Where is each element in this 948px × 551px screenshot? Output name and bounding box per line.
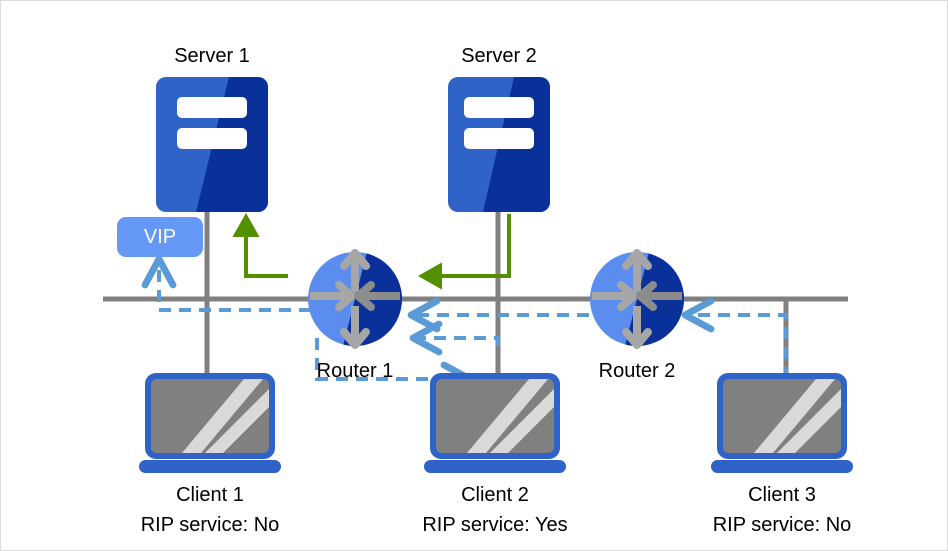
router1-icon [308, 249, 402, 349]
vip-badge-label: VIP [143, 226, 177, 248]
client1-icon [139, 373, 281, 473]
rip-advertisement-flows [141, 255, 788, 397]
server1-label: Server 1 [174, 45, 250, 67]
client3-icon [711, 373, 853, 473]
server2-label: Server 2 [461, 45, 537, 67]
client1-label: Client 1 [176, 484, 244, 506]
router2-label: Router 2 [598, 360, 676, 382]
client2-label: Client 2 [461, 484, 529, 506]
client2-icon [424, 373, 566, 473]
server1-icon [156, 77, 268, 212]
router2-icon [590, 249, 684, 349]
client3-label: Client 3 [748, 484, 816, 506]
vip-badge [117, 217, 203, 257]
router1-label: Router 1 [316, 360, 394, 382]
client3-sublabel: RIP service: No [712, 514, 852, 536]
client2-sublabel: RIP service: Yes [422, 514, 568, 536]
server-failover-flow [232, 212, 511, 290]
client1-sublabel: RIP service: No [140, 514, 280, 536]
server2-icon [448, 77, 550, 212]
